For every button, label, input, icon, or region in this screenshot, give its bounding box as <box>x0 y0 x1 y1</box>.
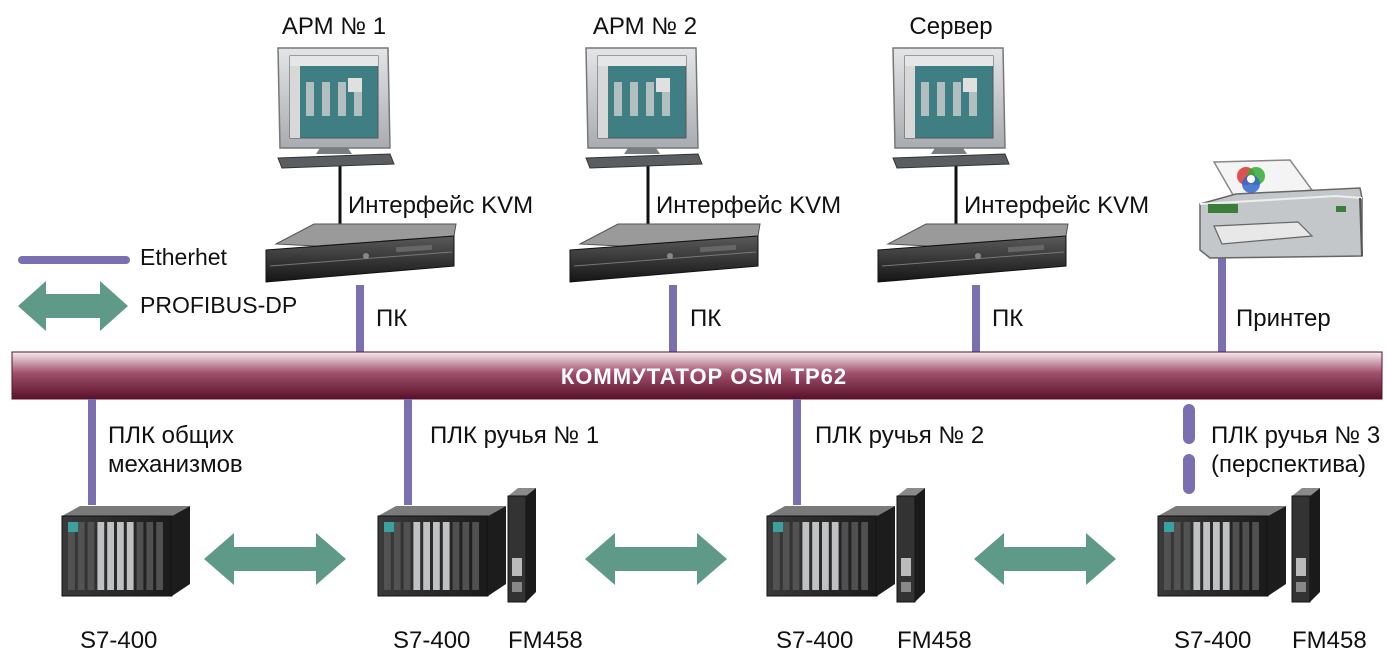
pc-rack-icon <box>877 223 1069 283</box>
workstation-labels: АРМ № 1 АРМ № 2 Сервер Интерфейс KVM Инт… <box>282 13 1331 332</box>
workstation-2-interface: Интерфейс KVM <box>656 192 841 219</box>
switch-bar: КОММУТАТОР OSM TP62 <box>11 351 1383 400</box>
workstation-1-interface: Интерфейс KVM <box>348 192 533 219</box>
workstation-3-pc: ПК <box>992 305 1023 332</box>
plc-3-model: S7-400 <box>776 627 853 654</box>
plc-s7-400-icon <box>61 506 190 597</box>
workstation-3-interface: Интерфейс KVM <box>964 192 1149 219</box>
kvm-cables <box>338 165 958 228</box>
plc-s7-400-icon <box>377 506 506 597</box>
profibus-link-1-2 <box>204 533 346 585</box>
plc-4-module: FM458 <box>1292 627 1367 654</box>
plc-s7-400-icon <box>1157 506 1286 597</box>
ethernet-links-top <box>356 258 1226 353</box>
workstation-2-title: АРМ № 2 <box>593 13 697 40</box>
plc-2-model: S7-400 <box>393 627 470 654</box>
workstation-3-title: Сервер <box>909 13 992 40</box>
workstation-2-pc: ПК <box>690 305 721 332</box>
profibus-link-2-3 <box>585 533 727 585</box>
plc-4-model: S7-400 <box>1174 627 1251 654</box>
legend-profibus-label: PROFIBUS-DP <box>140 292 297 318</box>
workstation-1-pc: ПК <box>376 305 407 332</box>
pc-rack-icon <box>569 223 761 283</box>
printer-label: Принтер <box>1236 305 1331 332</box>
monitors <box>277 47 1010 169</box>
plc-2-module: FM458 <box>508 627 583 654</box>
pc-units <box>265 223 1069 283</box>
monitor-icon <box>892 47 1010 169</box>
plc-2-name-line1: ПЛК ручья № 1 <box>430 422 599 449</box>
fm458-module-icon <box>896 488 925 603</box>
plc-1-model: S7-400 <box>80 627 157 654</box>
legend: Etherhet PROFIBUS-DP <box>18 244 297 331</box>
plc-4-name-line2: (перспектива) <box>1211 451 1366 478</box>
plc-3-module: FM458 <box>897 627 972 654</box>
switch-label: КОММУТАТОР OSM TP62 <box>561 364 847 389</box>
plc-1-name-line2: механизмов <box>108 451 243 478</box>
plc-s7-400-icon <box>766 506 895 597</box>
plc-labels: ПЛК общих механизмов ПЛК ручья № 1 ПЛК р… <box>80 422 1380 654</box>
legend-profibus-arrow <box>18 281 128 331</box>
profibus-link-3-4 <box>974 533 1116 585</box>
fm458-module-icon <box>507 488 536 603</box>
profibus-links <box>204 533 1116 585</box>
workstation-1-title: АРМ № 1 <box>282 13 386 40</box>
plc-units <box>61 488 1320 603</box>
plc-4-name-line1: ПЛК ручья № 3 <box>1211 422 1380 449</box>
printer-icon <box>1199 159 1363 259</box>
ethernet-links-bottom <box>88 399 1195 505</box>
legend-ethernet-label: Etherhet <box>140 244 228 270</box>
plc-1-name-line1: ПЛК общих <box>108 422 234 449</box>
fm458-module-icon <box>1291 488 1320 603</box>
pc-rack-icon <box>265 223 457 283</box>
monitor-icon <box>585 47 703 169</box>
monitor-icon <box>277 47 395 169</box>
plc-3-name-line1: ПЛК ручья № 2 <box>815 422 984 449</box>
